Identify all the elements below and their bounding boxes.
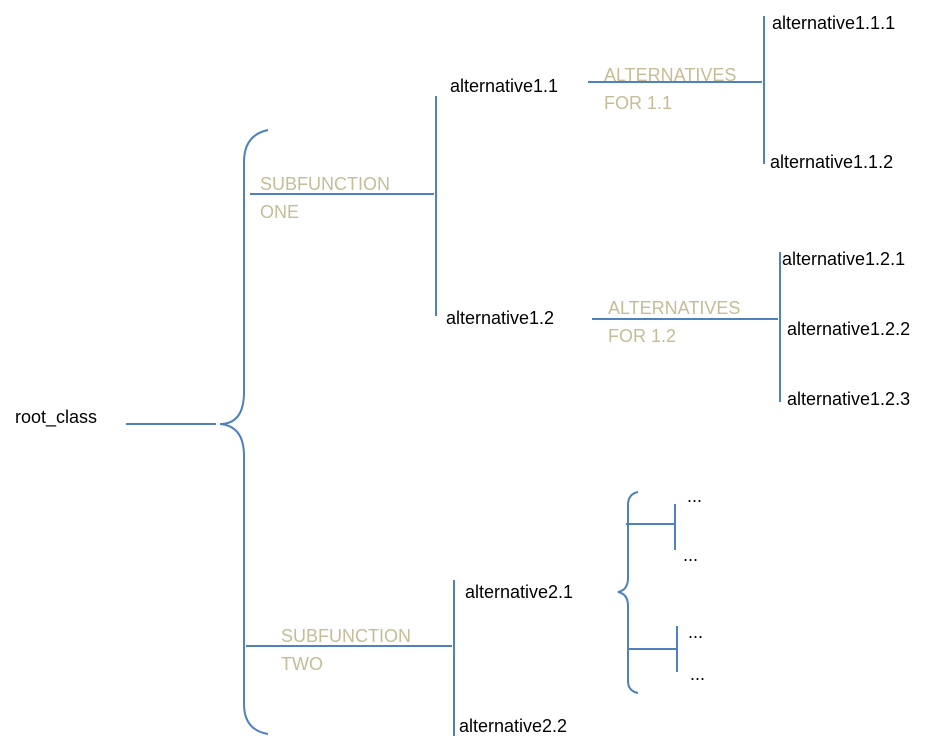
main-brace <box>219 129 269 735</box>
alternative-2-2-label: alternative2.2 <box>459 716 568 736</box>
alternatives-for-1-1-line2: FOR 1.1 <box>604 93 673 113</box>
alternative-1-2-3-label: alternative1.2.3 <box>787 389 911 409</box>
alternative-1-2-2-label: alternative1.2.2 <box>787 319 911 339</box>
alternatives-for-1-2-line2: FOR 1.2 <box>608 326 677 346</box>
ellipsis-lower-2: ... <box>690 664 706 684</box>
ellipsis-lower-1: ... <box>688 622 704 642</box>
ellipsis-upper-2: ... <box>683 545 699 565</box>
alternative-1-1-label: alternative1.1 <box>450 76 559 96</box>
alternative-2-1-label: alternative2.1 <box>465 582 574 602</box>
alternative-1-1-2-label: alternative1.1.2 <box>770 152 894 172</box>
alternative-1-1-1-label: alternative1.1.1 <box>772 13 896 33</box>
alternative-1-2-1-label: alternative1.2.1 <box>782 249 906 269</box>
alternative-1-2-label: alternative1.2 <box>446 308 555 328</box>
subfunction-two-label-line2: TWO <box>281 654 323 674</box>
alternatives-for-1-1-line1: ALTERNATIVES <box>604 65 737 85</box>
alternative-2-1-brace <box>617 491 639 694</box>
subfunction-two-label-line1: SUBFUNCTION <box>281 626 411 646</box>
alternatives-for-1-2-line1: ALTERNATIVES <box>608 298 741 318</box>
ellipsis-upper-1: ... <box>687 486 703 506</box>
root-class-label: root_class <box>15 407 98 427</box>
subfunction-one-label-line1: SUBFUNCTION <box>260 174 390 194</box>
subfunction-one-label-line2: ONE <box>260 202 300 222</box>
